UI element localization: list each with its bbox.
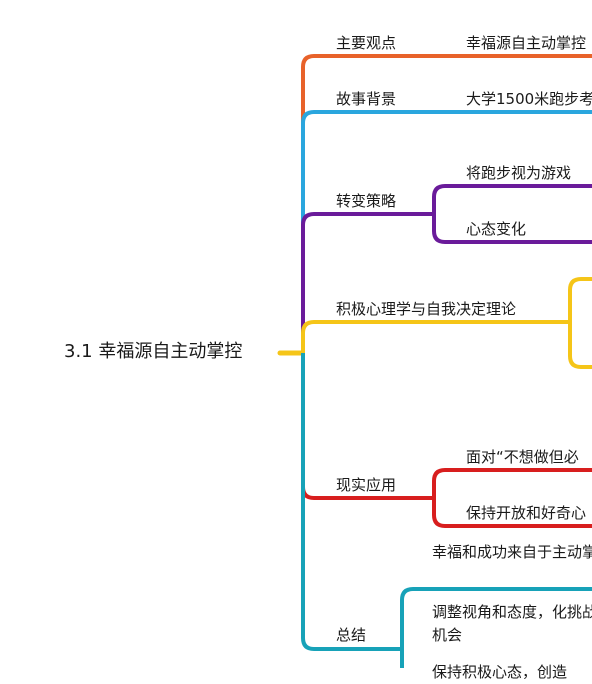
topic-theory[interactable]: 积极心理学与自我决定理论 [336,300,517,318]
subtopic-summary-2[interactable]: 调整视角和态度，化挑战为机会 [432,603,592,644]
topic-summary[interactable]: 总结 [336,626,367,644]
branch-line-theory [301,320,570,353]
subtopic-background-1[interactable]: 大学1500米跑步考 [466,90,592,108]
branch-line-main-point [301,54,592,353]
subtopic-summary-3[interactable]: 保持积极心态，创造 [432,663,568,681]
sub-line-application-1 [432,468,592,498]
sub-line-summary [400,587,592,668]
subtopic-strategy-1[interactable]: 将跑步视为游戏 [466,164,572,182]
branch-line-summary [301,353,402,651]
branch-line-strategy [301,212,434,353]
branch-line-background [301,110,592,353]
topic-strategy[interactable]: 转变策略 [336,192,397,210]
root-topic[interactable]: 3.1 幸福源自主动掌控 [64,341,243,362]
subtopic-main-point-1[interactable]: 幸福源自主动掌控 [466,34,587,52]
sub-line-strategy-2 [432,214,592,244]
sub-line-theory [568,277,592,369]
topic-application[interactable]: 现实应用 [336,476,397,494]
subtopic-application-2[interactable]: 保持开放和好奇心 [466,504,587,522]
sub-line-strategy-1 [432,184,592,214]
topic-background[interactable]: 故事背景 [336,90,397,108]
subtopic-summary-1[interactable]: 幸福和成功来自于主动掌控 [432,543,592,561]
subtopic-application-1[interactable]: 面对“不想做但必 [466,448,579,466]
mindmap-connectors [277,54,592,668]
sub-line-application-2 [432,498,592,528]
subtopic-strategy-2[interactable]: 心态变化 [466,220,527,238]
topic-main-point[interactable]: 主要观点 [336,34,397,52]
